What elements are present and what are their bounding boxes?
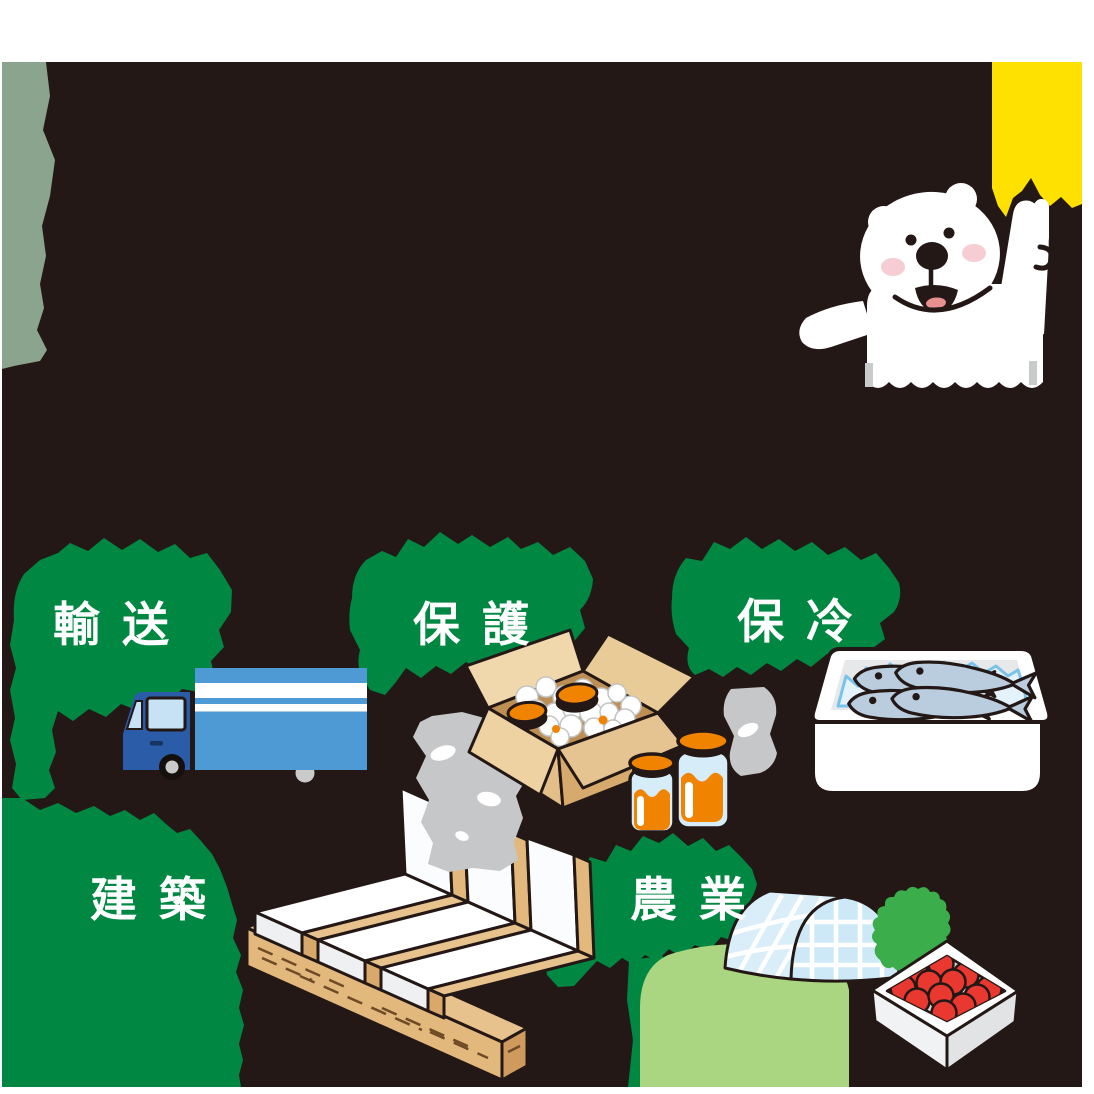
cloud-highlight [455,831,469,841]
category-labels: 輸送 保護 保冷 建築 農業 [53,595,875,926]
insulation-illustration [245,786,596,1082]
truck-windshield [125,700,143,730]
truck-side-window [145,696,187,732]
bear-left-eye [905,234,917,246]
bear-tongue [926,297,946,309]
bear-right-cheek [962,244,986,262]
wood-batten-upright [572,853,596,960]
sage-edge-shape [2,62,55,369]
greenhouse [723,889,901,983]
wood-batten-front [426,987,446,1020]
category-label-transport: 輸送 [53,598,191,651]
cooler-illustration [723,647,1052,795]
timber-beam-end [500,1026,529,1082]
small-jam-jar [628,752,676,834]
cloud-highlight [477,791,501,807]
box-front-left-flap [467,706,560,797]
large-jam-jar [675,729,731,830]
truck-stripe-thick [195,683,367,698]
cooler-body [811,720,1044,795]
category-label-construction: 建築 [90,873,228,926]
bear-pointing-finger [1034,199,1049,245]
fish-group [846,657,1039,726]
bear-left-arm [799,301,873,350]
bear-left-foot-shade [865,363,873,387]
truck-front-hub [165,760,179,774]
gray-tail-highlight [737,722,759,738]
tomato-crate [870,939,1020,1072]
polar-bear-mascot [799,183,1054,388]
category-label-protection: 保護 [413,598,551,651]
bear-right-foot-shade [1029,361,1037,385]
wood-batten-front [363,959,383,992]
truck-stripe-thin [195,704,367,712]
category-bubble-cold [671,537,901,677]
category-label-agriculture: 農業 [630,873,768,926]
greenhouse-front-arch [791,897,899,982]
bear-right-eye [943,227,955,239]
bear-left-cheek [881,258,905,276]
bear-smile [892,285,993,313]
jar-caps-in-box [506,682,608,733]
wood-grain-lines [257,946,521,1060]
bear-nose [916,242,948,270]
category-bubble-transport [10,538,232,800]
yellow-flash-shape [992,62,1082,217]
truck-illustration [123,668,367,783]
cloud-highlight [430,745,456,761]
category-bubbles [2,532,901,1087]
bear-thumb-curve [1033,244,1054,271]
packing-box-illustration [464,628,696,810]
jam-jars-illustration [628,729,731,834]
category-bubble-protection [349,532,593,695]
category-label-cold-keeping: 保冷 [737,595,875,648]
wood-batten-front [300,931,320,964]
agriculture-illustration [640,886,1020,1087]
truck-door-handle [150,741,163,746]
category-bubble-construction [2,798,244,1087]
